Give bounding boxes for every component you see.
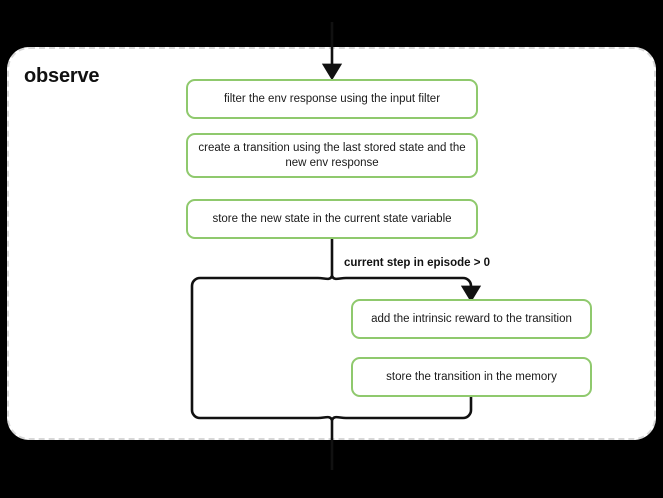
node-create-transition[interactable]: create a transition using the last store…	[186, 133, 478, 178]
edge-label-current-step: current step in episode > 0	[344, 257, 491, 269]
node-add-intrinsic-reward[interactable]: add the intrinsic reward to the transiti…	[351, 299, 592, 339]
group-title: observe	[24, 65, 100, 87]
node-store-transition-memory[interactable]: store the transition in the memory	[351, 357, 592, 397]
node-store-new-state[interactable]: store the new state in the current state…	[186, 199, 478, 239]
node-filter-env-response[interactable]: filter the env response using the input …	[186, 79, 478, 119]
